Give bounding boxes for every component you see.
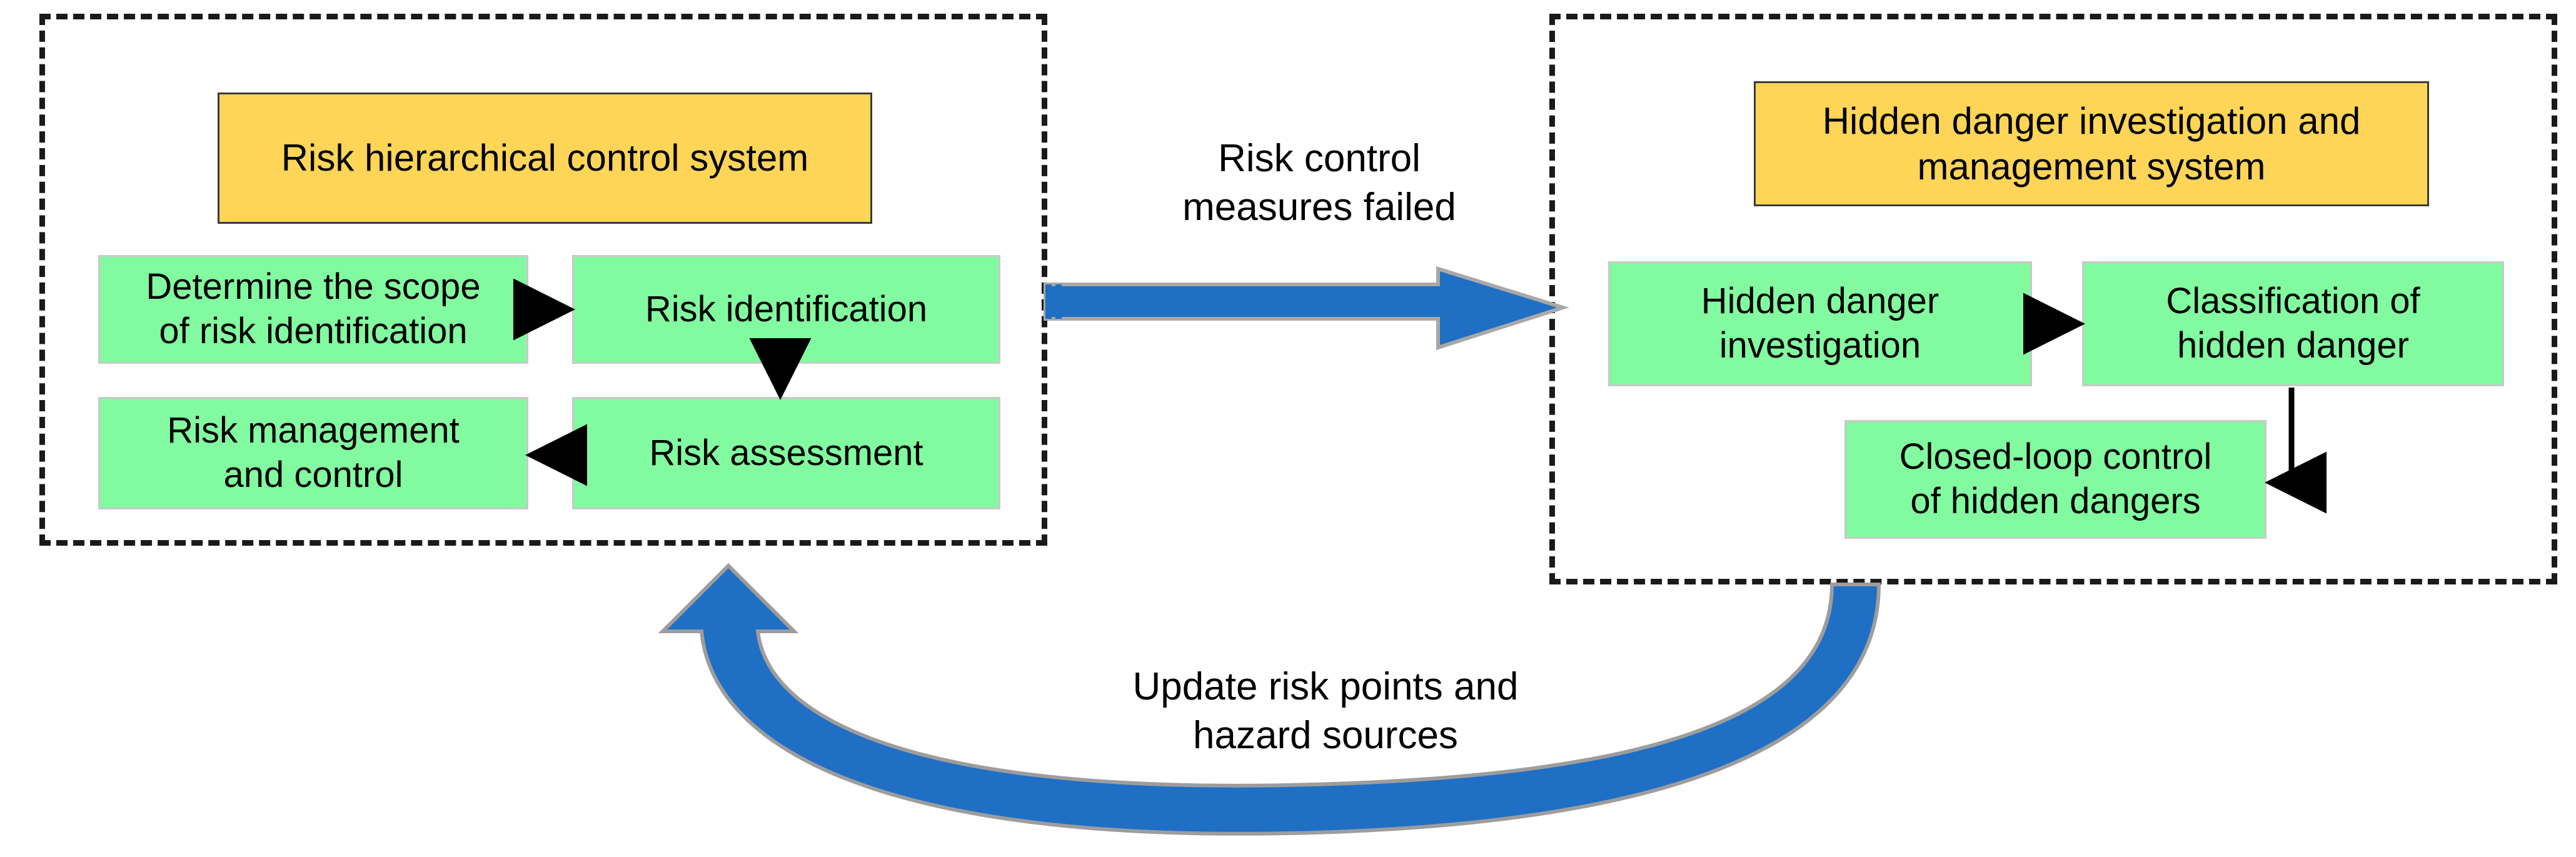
- step-risk-identification: Risk identification: [572, 255, 1000, 364]
- blue-right-arrow-risk-control-failed: [1044, 266, 1569, 351]
- step-determine-scope-of-risk-identification: Determine the scope of risk identificati…: [98, 255, 528, 364]
- risk-control-measures-failed-label: Risk control measures failed: [1182, 137, 1456, 229]
- step-closed-loop-control-of-hidden-dangers: Closed-loop control of hidden dangers: [1844, 420, 2267, 539]
- step-risk-assessment: Risk assessment: [572, 397, 1000, 509]
- step-risk-management-and-control: Risk management and control: [98, 397, 528, 509]
- step-classification-of-hidden-danger: Classification of hidden danger: [2082, 261, 2504, 386]
- left-panel-header-box: Risk hierarchical control system: [218, 93, 872, 224]
- right-panel-header-box: Hidden danger investigation and manageme…: [1754, 81, 2429, 206]
- step-hidden-danger-investigation: Hidden danger investigation: [1608, 261, 2032, 386]
- update-risk-points-and-hazard-sources-label: Update risk points and hazard sources: [1132, 665, 1519, 757]
